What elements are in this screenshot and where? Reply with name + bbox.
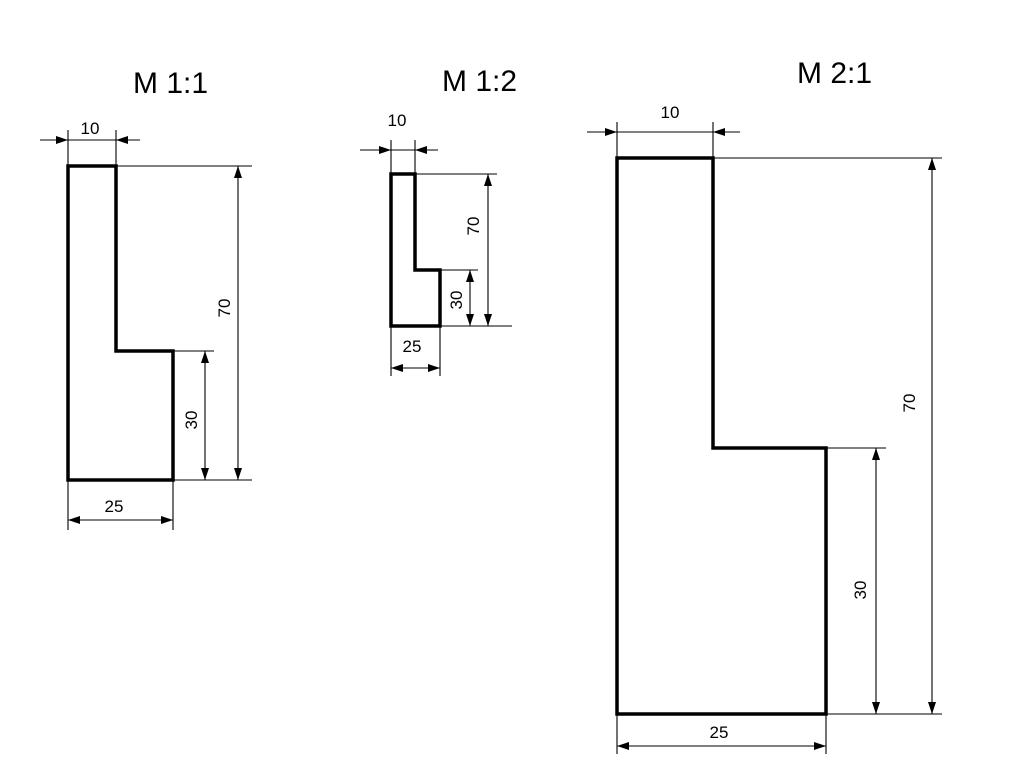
dimension-label-total-height: 70 — [215, 299, 234, 318]
dimension-bottom-width: 25 — [67, 480, 174, 530]
dimension-label-top-width: 10 — [661, 103, 680, 122]
part-outline — [66, 164, 175, 482]
dimension-label-step-height: 30 — [447, 291, 466, 310]
dimension-total-height: 70 — [713, 157, 942, 715]
dimension-label-bottom-width: 25 — [105, 497, 124, 516]
dimension-label-top-width: 10 — [81, 119, 100, 138]
dimension-label-top-width: 10 — [388, 111, 407, 130]
dimension-label-bottom-width: 25 — [710, 723, 729, 742]
dimension-top-width: 10 — [587, 103, 740, 158]
dimension-bottom-width: 25 — [390, 326, 441, 376]
dimension-label-step-height: 30 — [182, 411, 201, 430]
dimension-label-total-height: 70 — [900, 394, 919, 413]
dimension-bottom-width: 25 — [616, 714, 827, 754]
dimension-label-step-height: 30 — [851, 581, 870, 600]
dimension-label-bottom-width: 25 — [403, 337, 422, 356]
part-outline — [389, 172, 442, 328]
view-scale-2-1: M 2:1 10 70 30 25 — [587, 57, 942, 754]
scale-label: M 1:1 — [133, 67, 208, 100]
dimension-total-height: 70 — [415, 173, 512, 327]
dimension-step-height: 30 — [440, 269, 478, 326]
scale-label: M 1:2 — [442, 65, 517, 98]
dimension-step-height: 30 — [826, 447, 886, 714]
scale-label: M 2:1 — [797, 57, 872, 90]
dimension-top-width: 10 — [360, 111, 438, 174]
view-scale-1-2: M 1:2 10 70 30 25 — [360, 65, 517, 376]
dimension-label-total-height: 70 — [464, 217, 483, 236]
dimension-top-width: 10 — [40, 119, 140, 166]
view-scale-1-1: M 1:1 10 70 30 25 — [40, 67, 252, 530]
dimension-step-height: 30 — [173, 350, 214, 480]
dimension-total-height: 70 — [116, 165, 252, 481]
part-outline — [615, 156, 828, 716]
